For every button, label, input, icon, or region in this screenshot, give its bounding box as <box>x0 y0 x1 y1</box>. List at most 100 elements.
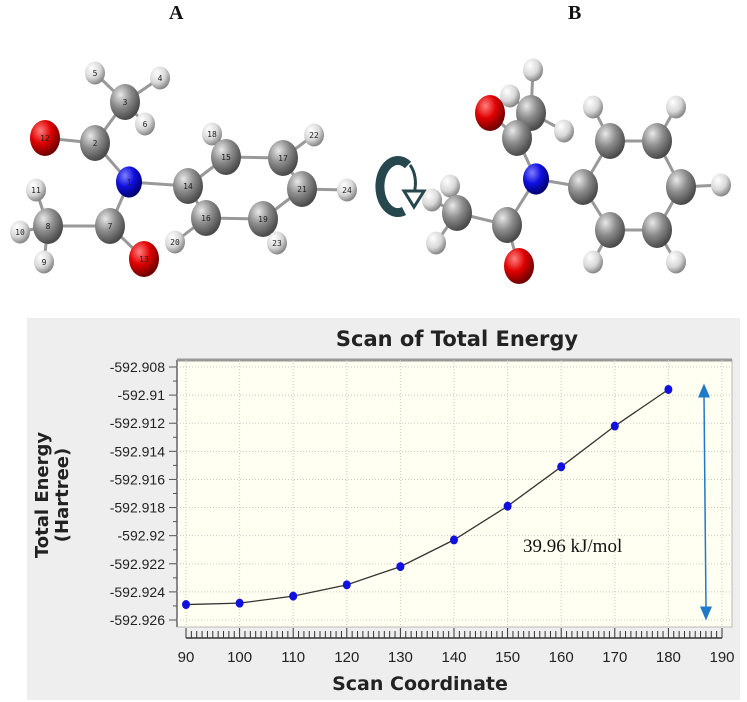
atom-h <box>440 174 460 198</box>
plot-area <box>176 359 733 628</box>
atom-number-label: 14 <box>183 182 193 191</box>
atom-number-label: 19 <box>258 215 268 224</box>
atom-c <box>95 208 125 244</box>
x-tick-label: 160 <box>549 649 574 666</box>
atom-h <box>202 122 222 146</box>
atom-c <box>642 212 672 248</box>
atom-number-label: 1 <box>127 178 132 187</box>
atom-h <box>426 231 446 255</box>
y-tick-label: -592.924 <box>110 584 165 600</box>
atom-number-label: 21 <box>297 185 307 194</box>
data-point <box>235 598 244 608</box>
atom-h <box>165 230 185 254</box>
atom-n <box>523 163 549 195</box>
y-tick-label: -592.922 <box>110 556 165 572</box>
data-point <box>503 501 512 511</box>
panel-label-a: A <box>169 2 184 24</box>
atom-h <box>135 112 155 136</box>
atom-h <box>500 84 520 108</box>
atom-number-label: 17 <box>278 154 288 163</box>
atom-number-label: 22 <box>309 131 319 140</box>
atom-c <box>80 125 110 161</box>
y-tick-label: -592.914 <box>110 443 165 459</box>
atom-number-label: 9 <box>42 258 47 267</box>
atom-c <box>642 123 672 159</box>
x-tick-label: 100 <box>227 649 252 666</box>
atom-number-label: 24 <box>342 186 352 195</box>
annotation-arrow-shaft <box>703 395 707 609</box>
y-tick-label: -592.91 <box>118 387 166 403</box>
y-tick-label: -592.912 <box>110 415 165 431</box>
atom-h <box>666 250 686 274</box>
atom-o <box>129 241 159 277</box>
atom-c <box>248 201 278 237</box>
y-tick-label: -592.92 <box>118 528 166 544</box>
molecule-b <box>422 58 731 284</box>
atom-h <box>85 61 105 85</box>
y-tick-label: -592.918 <box>110 500 165 516</box>
data-point <box>289 591 298 601</box>
atom-number-label: 8 <box>46 222 51 231</box>
atom-number-label: 11 <box>31 186 41 195</box>
annotation-label: 39.96 kJ/mol <box>523 536 622 557</box>
annotation-arrow-head-down <box>700 606 712 621</box>
atom-h <box>554 119 574 143</box>
x-tick-label: 110 <box>281 649 305 666</box>
atom-h <box>267 231 287 255</box>
x-tick-label: 140 <box>441 649 466 666</box>
series-line <box>185 388 669 606</box>
atom-number-label: 12 <box>40 134 50 143</box>
atom-number-label: 6 <box>143 120 148 129</box>
y-axis-label: Total Energy <box>32 432 53 559</box>
data-point <box>450 535 458 545</box>
atom-c <box>191 200 221 236</box>
chart-title: Scan of Total Energy <box>336 327 578 351</box>
atom-h <box>150 66 170 90</box>
x-tick-label: 90 <box>178 649 195 666</box>
atom-c <box>33 208 63 244</box>
atom-o <box>475 95 505 131</box>
y-axis-label: (Hartree) <box>52 448 73 542</box>
atom-h <box>304 123 324 147</box>
atom-c <box>595 123 625 159</box>
atom-n <box>116 166 142 198</box>
chart-panel: -592.908-592.91-592.912-592.914-592.916-… <box>27 318 740 700</box>
x-axis-label: Scan Coordinate <box>332 673 508 695</box>
atom-c <box>268 140 298 176</box>
atom-number-label: 7 <box>108 222 113 231</box>
atom-h <box>583 95 603 119</box>
atom-c <box>595 212 625 248</box>
atom-c <box>173 168 203 204</box>
atom-c <box>110 84 140 120</box>
atom-c <box>442 195 472 231</box>
atom-c <box>568 169 598 205</box>
atom-h <box>523 58 543 82</box>
x-tick-label: 170 <box>602 649 627 666</box>
y-tick-label: -592.908 <box>110 359 165 375</box>
y-tick-label: -592.926 <box>110 612 165 628</box>
data-point <box>182 600 190 610</box>
atom-number-label: 23 <box>272 239 282 248</box>
annotation-arrow-head-up <box>698 383 710 398</box>
x-tick-label: 190 <box>709 649 734 666</box>
atom-h <box>34 250 54 274</box>
atom-number-label: 20 <box>170 238 180 247</box>
atom-number-label: 15 <box>221 153 231 162</box>
atom-h <box>711 173 731 197</box>
atom-h <box>26 178 46 202</box>
atom-c <box>502 120 532 156</box>
atom-c <box>492 207 522 243</box>
x-tick-label: 150 <box>495 649 520 666</box>
atom-number-label: 3 <box>123 98 128 107</box>
atom-number-label: 4 <box>158 74 163 83</box>
energy-scan-chart: -592.908-592.91-592.912-592.914-592.916-… <box>32 327 735 695</box>
atom-number-label: 2 <box>93 139 98 148</box>
atom-number-label: 10 <box>15 228 25 237</box>
atom-h <box>422 188 442 212</box>
x-tick-label: 120 <box>334 649 359 666</box>
atom-o <box>30 120 60 156</box>
data-point <box>610 421 619 431</box>
data-point <box>664 384 673 394</box>
